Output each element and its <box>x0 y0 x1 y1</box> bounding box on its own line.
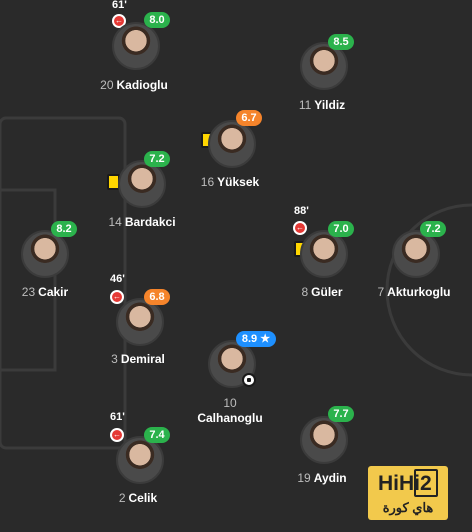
substitution-icon: ← <box>112 14 126 28</box>
avatar <box>300 416 348 464</box>
rating-badge: 7.7 <box>328 406 354 422</box>
substitution-minute: 88' <box>294 205 309 217</box>
rating-badge: 7.0 <box>328 221 354 237</box>
avatar <box>300 42 348 90</box>
player-name-label: Calhanoglu <box>197 411 263 425</box>
avatar <box>392 230 440 278</box>
avatar <box>300 230 348 278</box>
star-icon: ★ <box>260 333 271 345</box>
rating-badge: 8.5 <box>328 34 354 50</box>
substitution-minute: 61' <box>110 411 125 423</box>
watermark-frame <box>414 469 438 497</box>
watermark-logo: HiHi2 هاي كورة <box>368 466 448 520</box>
rating-badge: 6.8 <box>144 289 170 305</box>
avatar <box>21 230 69 278</box>
substitution-icon: ← <box>110 428 124 442</box>
rating-badge: 8.2 <box>51 221 77 237</box>
watermark-main-text: HiHi2 <box>378 472 432 495</box>
rating-badge: 7.4 <box>144 427 170 443</box>
substitution-minute: 46' <box>110 273 125 285</box>
avatar <box>208 120 256 168</box>
avatar <box>118 160 166 208</box>
rating-badge: 8.9 ★ <box>236 331 276 347</box>
avatar <box>116 436 164 484</box>
substitution-icon: ← <box>293 221 307 235</box>
rating-badge: 6.7 <box>236 110 262 126</box>
avatar <box>112 22 160 70</box>
rating-badge: 7.2 <box>420 221 446 237</box>
player-number-label: 10 <box>223 396 237 410</box>
substitution-minute: 61' <box>112 0 127 11</box>
rating-badge: 7.2 <box>144 151 170 167</box>
rating-badge: 8.0 <box>144 12 170 28</box>
football-icon <box>242 373 256 387</box>
avatar <box>116 298 164 346</box>
player-calhanoglu[interactable]: 8.9 ★ 10 Calhanoglu <box>170 328 290 428</box>
watermark-sub-text: هاي كورة <box>382 500 434 515</box>
substitution-icon: ← <box>110 290 124 304</box>
